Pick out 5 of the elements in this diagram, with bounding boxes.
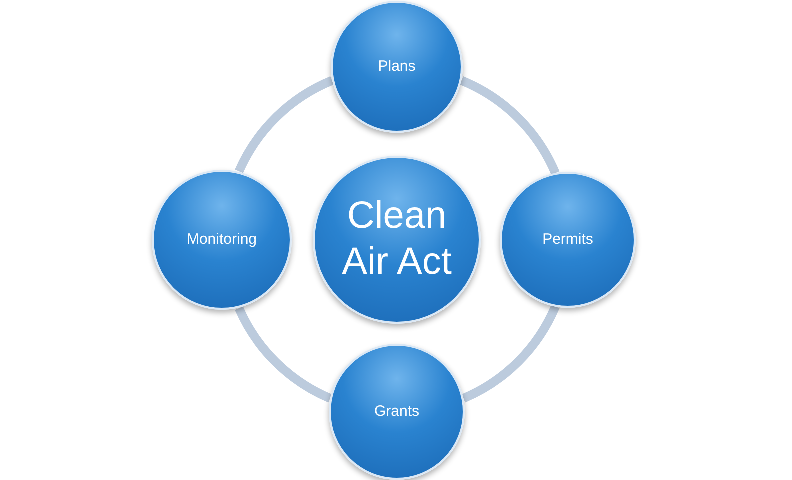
- node-label: Clean Air Act: [341, 194, 453, 285]
- node-label: Plans: [378, 56, 416, 77]
- node-label: Monitoring: [186, 230, 258, 250]
- node-label: Permits: [542, 230, 594, 250]
- node-label: Grants: [374, 402, 420, 422]
